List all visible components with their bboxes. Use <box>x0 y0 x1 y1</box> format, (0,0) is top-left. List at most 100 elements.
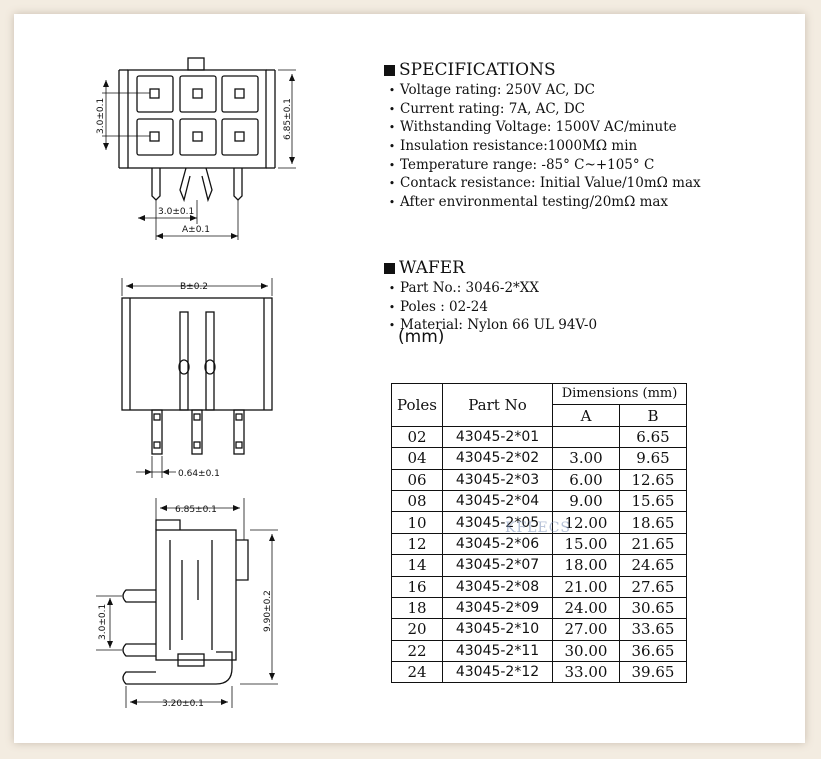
cell-a: 27.00 <box>552 618 620 641</box>
cell-b: 36.65 <box>619 639 687 663</box>
cell-b: 39.65 <box>619 661 687 684</box>
cell-poles: 08 <box>391 489 443 513</box>
cell-part-no: 43045-2*08 <box>442 575 553 598</box>
cell-b: 33.65 <box>619 618 687 641</box>
cell-a: 24.00 <box>552 596 620 620</box>
cell-poles: 22 <box>391 639 443 663</box>
cell-b: 27.65 <box>619 575 687 598</box>
header-a: A <box>552 404 620 427</box>
dim-top-body-height: 6.85±0.1 <box>283 98 293 140</box>
specifications-list: Voltage rating: 250V AC, DC Current rati… <box>384 81 701 212</box>
cell-part-no: 43045-2*11 <box>442 639 553 663</box>
cell-b: 21.65 <box>619 532 687 556</box>
cell-b: 6.65 <box>619 425 687 449</box>
wafer-item: Poles : 02-24 <box>384 298 597 317</box>
spec-item: Voltage rating: 250V AC, DC <box>384 81 701 100</box>
header-b: B <box>619 404 687 427</box>
cell-b: 30.65 <box>619 596 687 620</box>
spec-item: Insulation resistance:1000MΩ min <box>384 137 701 156</box>
cell-poles: 02 <box>391 425 443 449</box>
cell-part-no: 43045-2*03 <box>442 468 553 491</box>
cell-b: 9.65 <box>619 447 687 470</box>
cell-poles: 06 <box>391 468 443 491</box>
dim-top-a: A±0.1 <box>182 225 210 235</box>
dim-side-tail: 3.20±0.1 <box>162 699 204 709</box>
square-bullet-icon <box>384 64 395 76</box>
cell-poles: 16 <box>391 575 443 598</box>
cell-a: 21.00 <box>552 575 620 598</box>
spec-item: Withstanding Voltage: 1500V AC/minute <box>384 118 701 137</box>
cell-b: 15.65 <box>619 489 687 513</box>
cell-b: 24.65 <box>619 554 687 577</box>
cell-part-no: 43045-2*01 <box>442 425 553 449</box>
cell-poles: 24 <box>391 661 443 684</box>
cell-a: 9.00 <box>552 489 620 513</box>
cell-poles: 04 <box>391 447 443 470</box>
cell-a <box>552 425 620 449</box>
cell-part-no: 43045-2*05 <box>442 511 553 534</box>
cell-part-no: 43045-2*10 <box>442 618 553 641</box>
wafer-heading: WAFER <box>384 258 465 278</box>
cell-a: 33.00 <box>552 661 620 684</box>
cell-a: 18.00 <box>552 554 620 577</box>
dim-top-height: 3.0±0.1 <box>96 98 106 134</box>
spec-item: Current rating: 7A, AC, DC <box>384 100 701 119</box>
cell-poles: 10 <box>391 511 443 534</box>
cell-a: 3.00 <box>552 447 620 470</box>
watermark: KFLECS <box>505 520 571 536</box>
cell-b: 18.65 <box>619 511 687 534</box>
cell-poles: 18 <box>391 596 443 620</box>
square-bullet-icon <box>384 262 395 274</box>
cell-part-no: 43045-2*12 <box>442 661 553 684</box>
specifications-title: SPECIFICATIONS <box>399 60 556 80</box>
header-poles: Poles <box>391 383 443 427</box>
cell-part-no: 43045-2*06 <box>442 532 553 556</box>
header-dimensions: Dimensions (mm) <box>552 382 687 406</box>
cell-poles: 20 <box>391 618 443 641</box>
dim-side-pitch: 3.0±0.1 <box>98 604 108 640</box>
dim-side-depth: 6.85±0.1 <box>175 505 217 515</box>
wafer-item: Material: Nylon 66 UL 94V-0 <box>384 316 597 335</box>
dim-side-height: 9.90±0.2 <box>263 590 273 632</box>
cell-part-no: 43045-2*02 <box>442 447 553 470</box>
unit-label: (mm) <box>398 327 445 347</box>
wafer-list: Part No.: 3046-2*XX Poles : 02-24 Materi… <box>384 279 597 335</box>
wafer-item: Part No.: 3046-2*XX <box>384 279 597 298</box>
wafer-title: WAFER <box>399 258 465 278</box>
dim-top-pitch: 3.0±0.1 <box>158 207 194 217</box>
cell-b: 12.65 <box>619 468 687 491</box>
dim-front-b: B±0.2 <box>180 282 208 292</box>
cell-poles: 12 <box>391 532 443 556</box>
spec-item: Contack resistance: Initial Value/10mΩ m… <box>384 174 701 193</box>
header-part-no: Part No <box>442 383 553 427</box>
front-view-drawing <box>121 278 273 478</box>
dim-front-pin: 0.64±0.1 <box>178 469 220 479</box>
cell-part-no: 43045-2*09 <box>442 596 553 620</box>
cell-part-no: 43045-2*07 <box>442 554 553 577</box>
cell-part-no: 43045-2*04 <box>442 489 553 513</box>
cell-poles: 14 <box>391 554 443 577</box>
spec-item: Temperature range: -85° C~+105° C <box>384 156 701 175</box>
side-view-drawing <box>96 498 278 708</box>
cell-a: 30.00 <box>552 639 620 663</box>
top-view-drawing <box>102 57 296 240</box>
cell-a: 6.00 <box>552 468 620 491</box>
cell-a: 15.00 <box>552 532 620 556</box>
specifications-heading: SPECIFICATIONS <box>384 60 556 80</box>
spec-item: After environmental testing/20mΩ max <box>384 193 701 212</box>
